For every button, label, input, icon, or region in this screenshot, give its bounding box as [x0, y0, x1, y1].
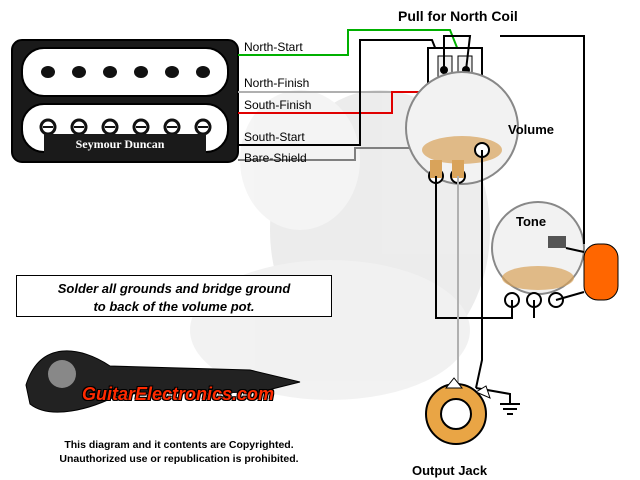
pole-piece [165, 66, 179, 78]
wire-south-finish [238, 91, 440, 114]
solder-note: Solder all grounds and bridge ground to … [16, 275, 332, 317]
switch-title: Pull for North Coil [398, 8, 518, 24]
pickup-brand-label: Seymour Duncan [75, 137, 165, 151]
volume-label: Volume [508, 122, 554, 137]
solder-note-line-2: to back of the volume pot. [93, 299, 255, 314]
humbucker-pickup [11, 39, 239, 163]
pole-piece [41, 66, 55, 78]
copyright-notice: This diagram and it contents are Copyrig… [24, 438, 334, 466]
wire-label-south-start: South-Start [244, 130, 305, 144]
brand-logo-text: GuitarElectronics.com [82, 384, 275, 404]
volume-pot [405, 71, 519, 185]
tone-pot [491, 201, 585, 308]
wire-bare-shield [238, 147, 412, 161]
output-jack-label: Output Jack [412, 463, 488, 478]
copyright-line-1: This diagram and it contents are Copyrig… [64, 439, 294, 451]
tone-label: Tone [516, 214, 547, 229]
north-pole-pieces [41, 66, 210, 78]
wire-label-north-finish: North-Finish [244, 76, 310, 90]
pole-piece [196, 66, 210, 78]
logo-guitar-silhouette [25, 350, 301, 413]
wire-north-start [238, 29, 461, 56]
ground-symbol [500, 403, 520, 415]
output-jack [425, 377, 491, 445]
wire-label-south-finish: South-Finish [244, 98, 312, 112]
wire-label-north-start: North-Start [244, 40, 303, 54]
solder-note-line-1: Solder all grounds and bridge ground [57, 281, 291, 296]
tone-capacitor [555, 243, 619, 301]
copyright-line-2: Unauthorized use or republication is pro… [59, 453, 299, 465]
pole-piece [134, 66, 148, 78]
pickup-wires [238, 29, 461, 161]
wire-south-start [238, 39, 441, 146]
hookup-wires [435, 35, 585, 404]
pole-piece [103, 66, 117, 78]
pole-piece [72, 66, 86, 78]
wire-label-bare-shield: Bare-Shield [244, 151, 307, 165]
